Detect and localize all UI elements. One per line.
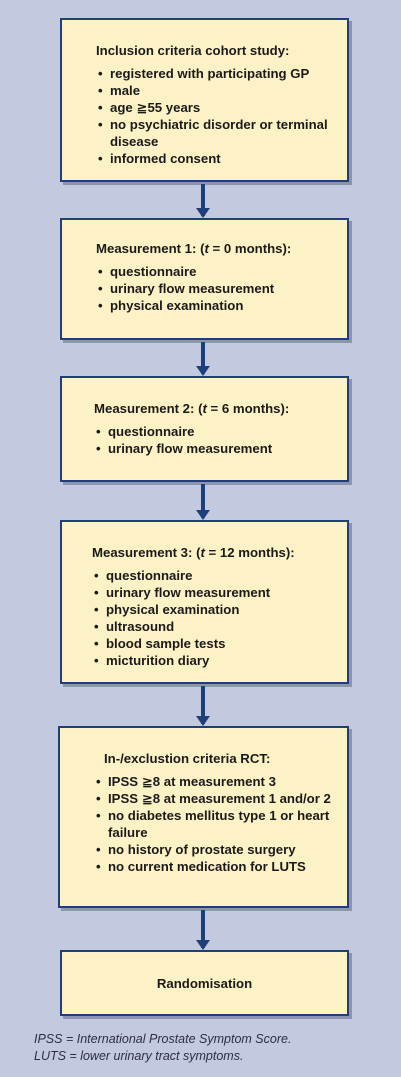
measurement-1-box: Measurement 1: (t = 0 months): questionn…	[60, 218, 349, 340]
inclusion-criteria-box: Inclusion criteria cohort study: registe…	[60, 18, 349, 182]
inclusion-criteria-title: Inclusion criteria cohort study:	[96, 43, 290, 58]
list-item: age ≧55 years	[96, 99, 333, 116]
arrow-3	[196, 484, 210, 520]
list-item: urinary flow measurement	[94, 440, 333, 457]
list-item: IPSS ≧8 at measurement 3	[94, 773, 333, 790]
arrow-2	[196, 342, 210, 376]
measurement-3-title: Measurement 3: (t = 12 months):	[92, 545, 295, 560]
list-item: informed consent	[96, 150, 333, 167]
footnotes: IPSS = International Prostate Symptom Sc…	[34, 1031, 291, 1065]
measurement-2-title: Measurement 2: (t = 6 months):	[94, 401, 290, 416]
randomisation-box: Randomisation	[60, 950, 349, 1016]
arrow-1	[196, 184, 210, 218]
list-item: male	[96, 82, 333, 99]
rct-criteria-title: In-/exclustion criteria RCT:	[104, 751, 271, 766]
footnote-ipss: IPSS = International Prostate Symptom Sc…	[34, 1032, 292, 1046]
measurement-2-box: Measurement 2: (t = 6 months): questionn…	[60, 376, 349, 482]
list-item: questionnaire	[94, 423, 333, 440]
measurement-1-title: Measurement 1: (t = 0 months):	[96, 241, 292, 256]
list-item: questionnaire	[92, 567, 333, 584]
footnote-luts: LUTS = lower urinary tract symptoms.	[34, 1049, 244, 1063]
list-item: questionnaire	[96, 263, 333, 280]
rct-criteria-box: In-/exclustion criteria RCT: IPSS ≧8 at …	[58, 726, 349, 908]
measurement-3-box: Measurement 3: (t = 12 months): question…	[60, 520, 349, 684]
arrow-5	[196, 910, 210, 950]
list-item: IPSS ≧8 at measurement 1 and/or 2	[94, 790, 333, 807]
list-item: physical examination	[92, 601, 333, 618]
arrow-4	[196, 686, 210, 726]
list-item: no diabetes mellitus type 1 or heart fai…	[94, 807, 333, 841]
list-item: no current medication for LUTS	[94, 858, 333, 875]
list-item: urinary flow measurement	[96, 280, 333, 297]
list-item: urinary flow measurement	[92, 584, 333, 601]
list-item: registered with participating GP	[96, 65, 333, 82]
list-item: blood sample tests	[92, 635, 333, 652]
list-item: no history of prostate surgery	[94, 841, 333, 858]
list-item: micturition diary	[92, 652, 333, 669]
randomisation-title: Randomisation	[156, 975, 253, 991]
list-item: ultrasound	[92, 618, 333, 635]
list-item: physical examination	[96, 297, 333, 314]
list-item: no psychiatric disorder or terminal dise…	[96, 116, 333, 150]
